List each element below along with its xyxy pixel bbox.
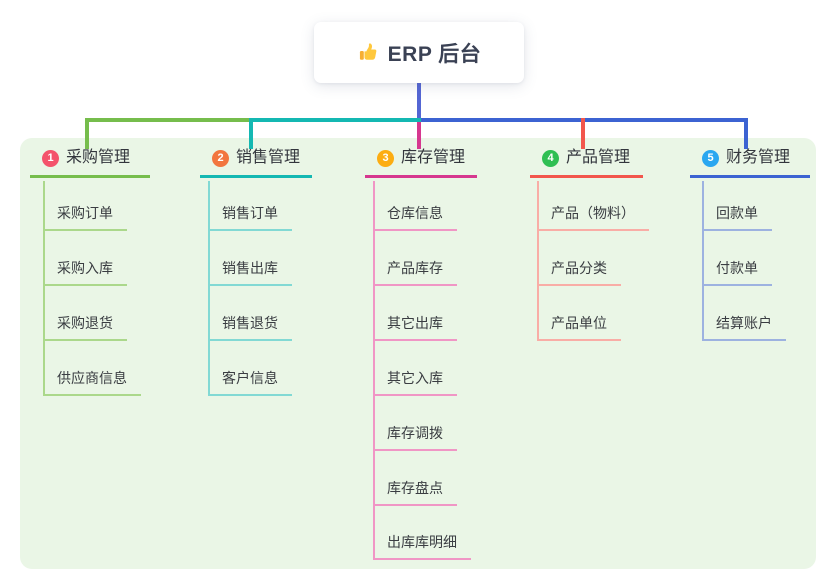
branch-2-child-3[interactable]: 销售退货 bbox=[208, 314, 292, 341]
child-node-label: 库存调拨 bbox=[387, 424, 443, 441]
branch-3-child-1[interactable]: 仓库信息 bbox=[373, 204, 457, 231]
root-title: ERP 后台 bbox=[387, 42, 482, 66]
branch-4-child-3[interactable]: 产品单位 bbox=[537, 314, 621, 341]
branch-3-child-2[interactable]: 产品库存 bbox=[373, 259, 457, 286]
connector-root-vertical bbox=[417, 83, 421, 122]
child-node-label: 库存盘点 bbox=[387, 479, 443, 496]
branch-label: 采购管理 bbox=[66, 149, 131, 166]
branch-children-connector bbox=[702, 181, 704, 341]
branch-label: 销售管理 bbox=[236, 149, 301, 166]
child-node-label: 其它入库 bbox=[387, 369, 443, 386]
child-node-label: 采购订单 bbox=[57, 205, 113, 221]
branch-header[interactable]: 2 销售管理 bbox=[200, 148, 312, 178]
child-node-label: 产品单位 bbox=[551, 314, 607, 331]
child-node-label: 仓库信息 bbox=[387, 205, 443, 221]
child-node-label: 采购入库 bbox=[57, 259, 113, 276]
branch-children-connector bbox=[208, 181, 210, 396]
connector-drop-branch-3 bbox=[417, 122, 421, 149]
branch-number-badge: 4 bbox=[542, 149, 559, 167]
branch-1-child-2[interactable]: 采购入库 bbox=[43, 259, 127, 286]
branch-3-child-5[interactable]: 库存调拨 bbox=[373, 424, 457, 451]
branch-3-child-3[interactable]: 其它出库 bbox=[373, 314, 457, 341]
branch-4-child-2[interactable]: 产品分类 bbox=[537, 259, 621, 286]
branch-label: 财务管理 bbox=[726, 149, 791, 166]
child-node-label: 采购退货 bbox=[57, 314, 113, 331]
branches-panel-background bbox=[20, 138, 816, 569]
child-node-label: 结算账户 bbox=[716, 314, 772, 331]
child-node-label: 供应商信息 bbox=[57, 369, 127, 386]
branch-5-child-2[interactable]: 付款单 bbox=[702, 259, 772, 286]
branch-number-badge: 5 bbox=[702, 149, 719, 167]
connector-drop-branch-5 bbox=[744, 118, 748, 149]
connector-horizontal-branch-1 bbox=[85, 118, 257, 122]
child-node-label: 回款单 bbox=[716, 205, 758, 221]
branch-header[interactable]: 4 产品管理 bbox=[530, 148, 643, 178]
branch-5-child-3[interactable]: 结算账户 bbox=[702, 314, 786, 341]
branch-label: 产品管理 bbox=[566, 149, 631, 166]
branch-2-child-1[interactable]: 销售订单 bbox=[208, 204, 292, 231]
child-node-label: 产品（物料） bbox=[551, 205, 635, 221]
branch-3-child-4[interactable]: 其它入库 bbox=[373, 369, 457, 396]
child-node-label: 出库库明细 bbox=[387, 534, 457, 551]
branch-3-child-7[interactable]: 出库库明细 bbox=[373, 533, 471, 561]
child-node-label: 产品分类 bbox=[551, 259, 607, 276]
branch-children-connector bbox=[43, 181, 45, 396]
branch-2-child-4[interactable]: 客户信息 bbox=[208, 369, 292, 396]
child-node-label: 其它出库 bbox=[387, 314, 443, 331]
child-node-label: 客户信息 bbox=[222, 369, 278, 386]
connector-horizontal-branch-2 bbox=[249, 118, 421, 122]
branch-number-badge: 3 bbox=[377, 149, 394, 167]
branch-1-child-1[interactable]: 采购订单 bbox=[43, 204, 127, 231]
branch-1-child-3[interactable]: 采购退货 bbox=[43, 314, 127, 341]
child-node-label: 付款单 bbox=[716, 259, 758, 276]
child-node-label: 产品库存 bbox=[387, 259, 443, 276]
branch-1-child-4[interactable]: 供应商信息 bbox=[43, 369, 141, 396]
thumbs-up-icon bbox=[357, 42, 379, 64]
child-node-label: 销售订单 bbox=[222, 205, 278, 221]
branch-number-badge: 1 bbox=[42, 149, 59, 167]
root-node[interactable]: ERP 后台 bbox=[314, 22, 524, 83]
connector-drop-branch-4 bbox=[581, 118, 585, 149]
connector-drop-branch-1 bbox=[85, 118, 89, 149]
branch-header[interactable]: 3 库存管理 bbox=[365, 148, 477, 178]
branch-children-connector bbox=[537, 181, 539, 341]
connector-drop-branch-2 bbox=[249, 118, 253, 149]
branch-3-child-6[interactable]: 库存盘点 bbox=[373, 479, 457, 506]
child-node-label: 销售出库 bbox=[222, 259, 278, 276]
branch-5-child-1[interactable]: 回款单 bbox=[702, 204, 772, 231]
branch-2-child-2[interactable]: 销售出库 bbox=[208, 259, 292, 286]
branch-label: 库存管理 bbox=[401, 149, 466, 166]
branch-children-connector bbox=[373, 181, 375, 561]
branch-header[interactable]: 5 财务管理 bbox=[690, 148, 810, 178]
child-node-label: 销售退货 bbox=[222, 314, 278, 331]
branch-4-child-1[interactable]: 产品（物料） bbox=[537, 204, 649, 231]
branch-header[interactable]: 1 采购管理 bbox=[30, 148, 150, 178]
branch-number-badge: 2 bbox=[212, 149, 229, 167]
